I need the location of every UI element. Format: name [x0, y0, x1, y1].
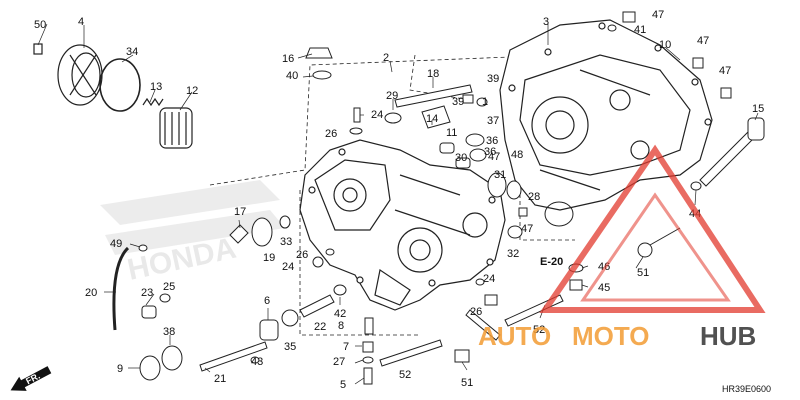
callout-39: 39: [487, 73, 499, 85]
callout-26: 26: [296, 249, 308, 261]
front-arrow: FR.: [10, 366, 52, 391]
callout-38: 38: [163, 326, 175, 338]
callout-10: 10: [659, 39, 671, 51]
leader-lines: [37, 23, 759, 385]
callout-11: 11: [446, 127, 457, 139]
small-parts: [305, 11, 765, 291]
callout-30: 30: [455, 152, 467, 164]
callout-7: 7: [343, 341, 349, 353]
callout-34: 34: [126, 46, 138, 58]
callout-19: 19: [263, 252, 275, 264]
diagram-reference: HR39E0600: [722, 384, 771, 394]
callout-24: 24: [483, 273, 495, 285]
callout-37: 37: [487, 115, 499, 127]
callout-12: 12: [186, 85, 198, 97]
callout-3: 3: [543, 16, 549, 28]
callout-22: 22: [314, 321, 326, 333]
callout-29: 29: [386, 90, 398, 102]
callout-14: 14: [426, 113, 438, 125]
section-code: E-20: [540, 256, 563, 268]
callout-15: 15: [752, 103, 764, 115]
callout-47: 47: [719, 65, 731, 77]
callout-50: 50: [34, 19, 46, 31]
callout-47: 47: [652, 9, 664, 21]
callout-18: 18: [427, 68, 439, 80]
callout-45: 45: [598, 282, 610, 294]
callout-9: 9: [117, 363, 123, 375]
right-cover: [499, 19, 713, 211]
dashed-frames: [209, 54, 575, 336]
section-reference: E-20: [540, 256, 563, 268]
main-crankcase: [299, 139, 506, 311]
callout-24: 24: [371, 109, 383, 121]
watermark-moto: MOTO: [572, 321, 650, 351]
callout-4: 4: [78, 16, 84, 28]
callout-17: 17: [234, 206, 246, 218]
callout-28: 28: [528, 191, 540, 203]
callout-43: 43: [251, 356, 263, 368]
callout-39: 39: [452, 96, 464, 108]
callout-41: 41: [634, 24, 646, 36]
callout-47: 47: [697, 35, 709, 47]
callout-36: 36: [486, 135, 498, 147]
watermark-auto: AUTO: [478, 321, 551, 351]
callout-25: 25: [163, 281, 175, 293]
left-side-parts: [112, 215, 564, 385]
oil-filter-group: [33, 43, 193, 149]
callout-6: 6: [264, 295, 270, 307]
callout-32: 32: [507, 248, 519, 260]
callout-20: 20: [85, 287, 97, 299]
callout-27: 27: [333, 356, 345, 368]
watermark-hub: HUB: [700, 321, 756, 351]
callout-26: 26: [325, 128, 337, 140]
callout-2: 2: [383, 52, 389, 64]
callout-51: 51: [461, 377, 473, 389]
callout-31: 31: [494, 169, 506, 181]
callout-40: 40: [286, 70, 298, 82]
callout-24: 24: [282, 261, 294, 273]
callout-36: 36: [484, 146, 496, 158]
callout-35: 35: [284, 341, 296, 353]
callout-23: 23: [141, 287, 153, 299]
callout-8: 8: [338, 320, 344, 332]
background-logo: HONDA: [100, 180, 285, 287]
watermark: AUTO MOTO HUB: [478, 144, 766, 351]
callout-26: 26: [470, 306, 482, 318]
callout-42: 42: [334, 308, 346, 320]
callout-21: 21: [214, 373, 226, 385]
callout-16: 16: [282, 53, 294, 65]
callout-13: 13: [150, 81, 162, 93]
callout-33: 33: [280, 236, 292, 248]
callout-52: 52: [399, 369, 411, 381]
callout-48: 48: [511, 149, 523, 161]
callout-52: 52: [533, 324, 545, 336]
callout-1: 1: [482, 96, 488, 108]
callout-47: 47: [521, 223, 533, 235]
callout-47: 47: [488, 151, 500, 163]
callout-5: 5: [340, 379, 346, 391]
callout-51: 51: [637, 267, 649, 279]
callout-49: 49: [110, 238, 122, 250]
